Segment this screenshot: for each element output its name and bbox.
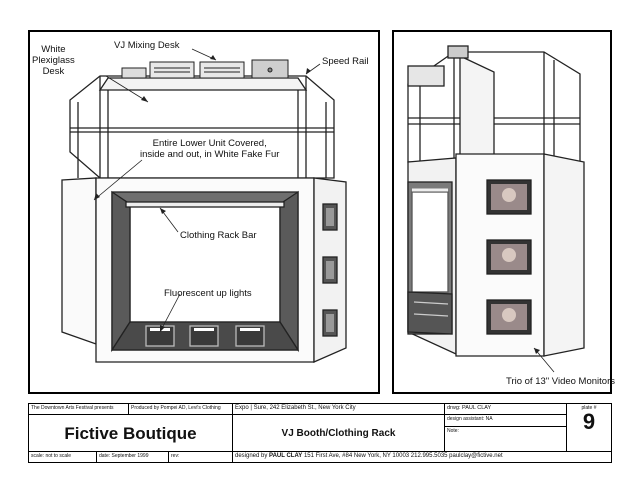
lower-unit-label: Entire Lower Unit Covered, inside and ou… [140,138,280,160]
venue-cell: Expo | Sure, 242 Elizabeth St., New York… [233,404,445,415]
title-block: The Downtown Arts Festival presents Prod… [28,403,612,463]
designer-name: PAUL CLAY [269,453,303,459]
project-title: Fictive Boutique [64,423,197,443]
side-view-drawing [407,45,585,373]
video-monitors-label: Trio of 13" Video Monitors [506,376,615,387]
festival-cell: The Downtown Arts Festival presents [29,404,129,415]
scale-cell: scale: not to scale [29,452,97,462]
side-view-panel: Trio of 13" Video Monitors [392,30,615,394]
designer-address: 151 First Ave, #84 New York, NY 10003 [303,453,410,459]
clothing-rack-bar-label: Clothing Rack Bar [180,230,257,241]
vj-mixing-desk-label: VJ Mixing Desk [114,40,180,51]
plate-number: 9 [582,409,596,434]
designer-cell: designed by PAUL CLAY 151 First Ave, #84… [233,451,567,462]
speed-rail-label: Speed Rail [322,56,369,67]
rev-cell: rev: [169,452,233,462]
plate-label: plate # [581,405,597,411]
front-view-panel: VJ Mixing Desk White Plexiglass Desk Spe… [28,30,380,394]
fluorescent-lights-label: Fluorescent up lights [164,288,252,299]
project-title-cell: Fictive Boutique [29,415,233,452]
plexiglass-desk-label: White Plexiglass Desk [32,44,75,77]
design-assistant-cell: design assistant: NA [445,415,567,427]
plate-cell: plate # 9 [567,404,611,452]
drawing-title-cell: VJ Booth/Clothing Rack [233,415,445,452]
front-view-drawing [61,48,347,363]
designer-phone: 212.995.5035 [410,453,448,459]
produced-by-cell: Produced by Pompei AD, Levi's Clothing [129,404,233,415]
date-cell: date: September 1999 [97,452,169,462]
note-cell: Note: [445,427,567,452]
drawing-title: VJ Booth/Clothing Rack [281,427,396,439]
drawn-by-cell: drwg: PAUL CLAY [445,404,567,415]
designed-by-prefix: designed by [235,453,268,459]
designer-email: paulclay@fictive.net [449,453,503,459]
